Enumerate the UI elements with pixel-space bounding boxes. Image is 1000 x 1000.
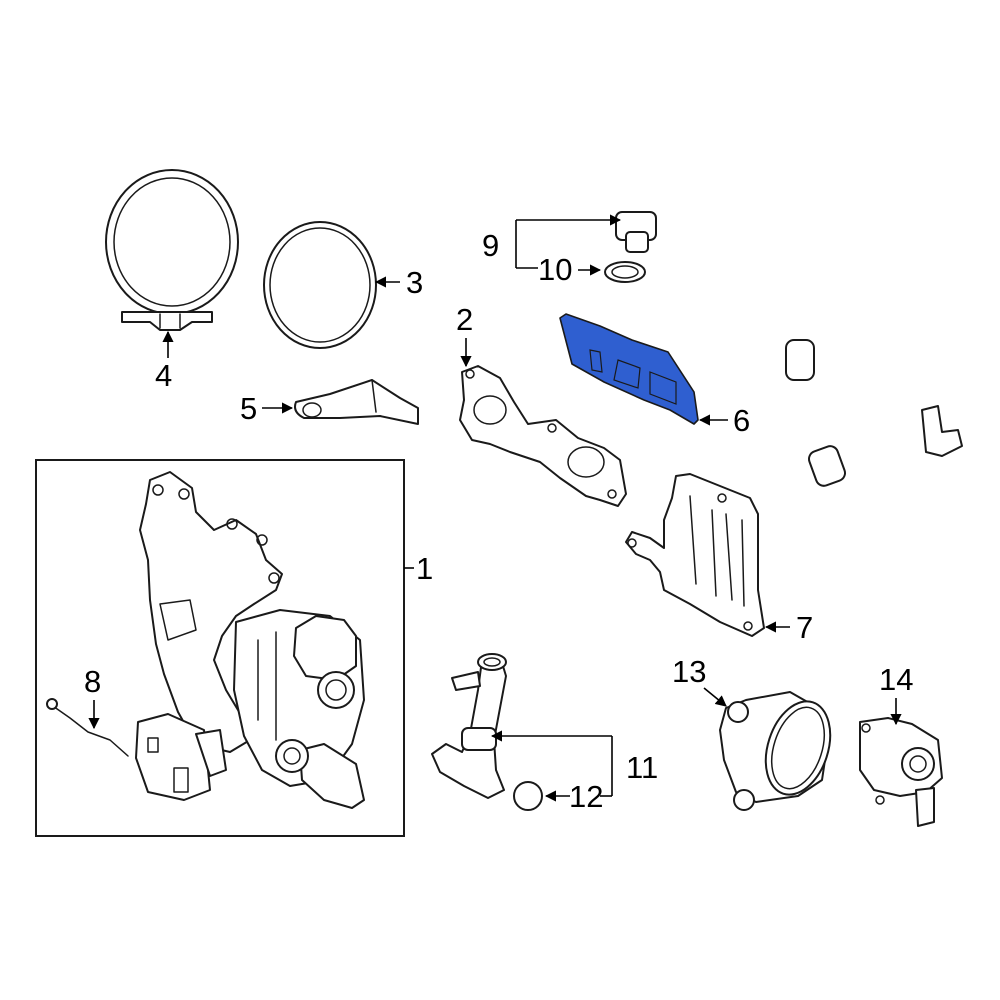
part-13-outlet-pipe[interactable] xyxy=(719,691,841,811)
callout-2: 2 xyxy=(456,302,473,368)
part-8-actuator-sensor[interactable] xyxy=(46,698,227,801)
svg-text:2: 2 xyxy=(456,302,473,337)
callout-8: 8 xyxy=(84,664,101,730)
callout-9: 9 xyxy=(482,214,622,268)
turbocharger-box xyxy=(35,459,405,837)
svg-text:3: 3 xyxy=(406,265,423,300)
part-5-bracket[interactable] xyxy=(294,379,419,425)
svg-text:13: 13 xyxy=(672,654,706,689)
part-3-seal-ring[interactable] xyxy=(263,221,377,349)
part-12-o-ring[interactable] xyxy=(513,781,543,811)
svg-text:10: 10 xyxy=(538,252,572,287)
part-2-manifold-gasket[interactable] xyxy=(459,365,627,507)
svg-text:11: 11 xyxy=(626,750,658,785)
part-9-feed-line[interactable] xyxy=(615,187,963,505)
svg-text:8: 8 xyxy=(84,664,101,699)
callout-7: 7 xyxy=(764,610,813,645)
svg-text:12: 12 xyxy=(569,779,603,814)
callout-11: 11 xyxy=(490,730,658,796)
callout-3: 3 xyxy=(374,265,423,300)
callout-12: 12 xyxy=(544,779,612,814)
svg-text:9: 9 xyxy=(482,228,499,263)
svg-text:1: 1 xyxy=(416,551,433,586)
part-1-turbocharger[interactable] xyxy=(139,471,365,809)
callout-5: 5 xyxy=(240,391,294,426)
part-10-seal-washer[interactable] xyxy=(604,261,646,283)
svg-text:5: 5 xyxy=(240,391,257,426)
callout-13: 13 xyxy=(672,654,727,707)
callout-14: 14 xyxy=(879,662,913,726)
part-6-heat-shield[interactable] xyxy=(559,313,699,425)
part-11-coolant-pipe[interactable] xyxy=(431,653,507,799)
svg-text:7: 7 xyxy=(796,610,813,645)
callout-10: 10 xyxy=(516,252,602,287)
svg-text:6: 6 xyxy=(733,403,750,438)
callout-4: 4 xyxy=(155,330,174,393)
svg-text:14: 14 xyxy=(879,662,913,697)
part-14-vacuum-actuator[interactable] xyxy=(859,717,943,827)
callout-1: 1 xyxy=(404,551,433,586)
svg-text:4: 4 xyxy=(155,358,172,393)
part-7-lower-shield[interactable] xyxy=(625,473,765,637)
part-4-clamp[interactable] xyxy=(105,169,239,331)
callout-6: 6 xyxy=(698,403,750,438)
